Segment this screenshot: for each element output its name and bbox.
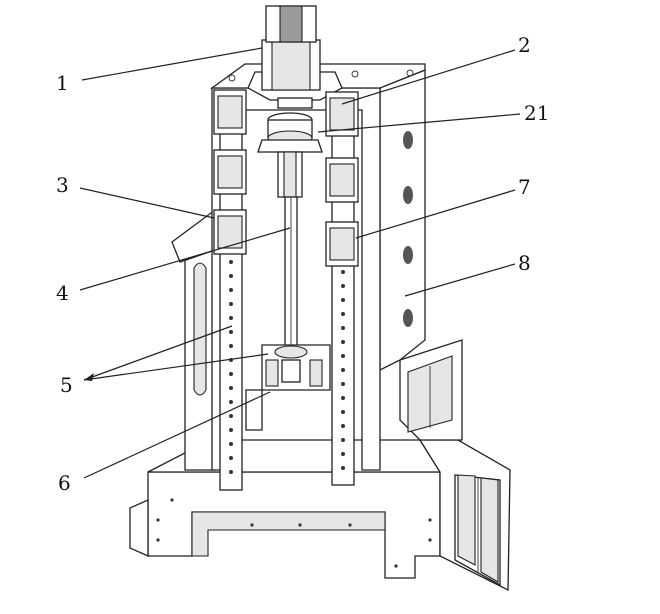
right-slider-blocks (325, 91, 359, 267)
leader-3 (79, 187, 215, 219)
left-slider-blocks (213, 89, 247, 255)
motor (247, 5, 343, 109)
ball-screw (284, 196, 298, 348)
label-5: 5 (60, 373, 73, 397)
leader-7 (355, 189, 516, 239)
leader-5a (83, 325, 233, 381)
label-21: 21 (524, 101, 549, 125)
leader-4 (79, 227, 291, 291)
leader-lines (79, 47, 521, 479)
leader-5b (83, 353, 269, 381)
label-3: 3 (56, 173, 69, 197)
left-rail-holes (229, 260, 233, 474)
label-8: 8 (518, 251, 531, 275)
carriage (245, 344, 331, 431)
left-guide-rail (213, 89, 247, 491)
label-7: 7 (518, 175, 531, 199)
coupling (257, 112, 323, 198)
label-2: 2 (518, 33, 531, 57)
label-1: 1 (56, 71, 69, 95)
leader-21 (317, 113, 521, 133)
column-side-holes (403, 131, 413, 327)
part-labels: 1 2 21 3 7 8 4 5 6 (56, 33, 549, 495)
right-rail-holes (341, 270, 345, 470)
leader-1 (81, 47, 263, 81)
leader-2 (341, 49, 516, 105)
leader-8 (404, 263, 516, 297)
label-4: 4 (56, 281, 69, 305)
leader-6 (83, 391, 271, 479)
right-guide-rail (325, 91, 359, 486)
label-6: 6 (58, 471, 71, 495)
